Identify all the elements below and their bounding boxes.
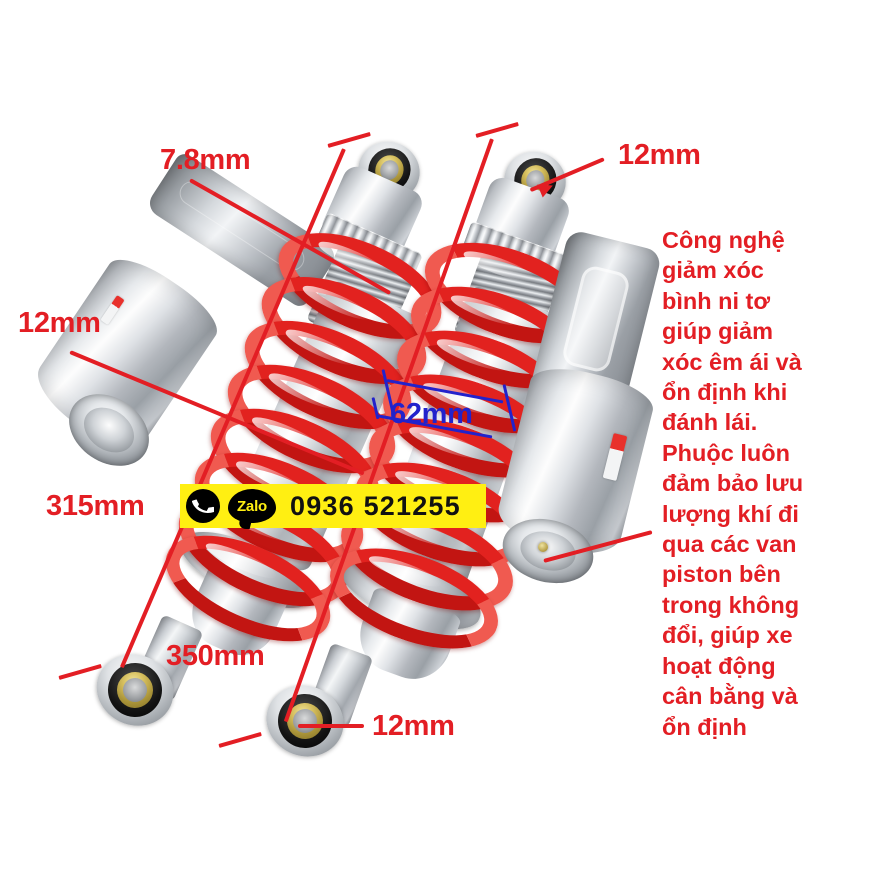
product-description-text: Công nghệ giảm xóc bình ni tơ giúp giảm … [662, 225, 848, 742]
description-line: bình ni tơ [662, 287, 771, 314]
description-line: đảm bảo lưu [662, 470, 804, 497]
description-line: giảm xóc [662, 257, 764, 284]
reservoir-valve-right [538, 542, 548, 552]
measurement-label-12mm-top: 12mm [618, 139, 701, 171]
description-line: piston bên [662, 561, 781, 588]
measurement-label-78mm: 7.8mm [160, 144, 251, 176]
telephone-handset-icon [186, 489, 220, 523]
description-line: cân bằng và [662, 683, 798, 710]
measurement-label-12mm-bottom: 12mm [372, 710, 455, 742]
description-line: ổn định khi [662, 379, 788, 406]
description-line: ổn định [662, 713, 747, 740]
zalo-logo-icon: Zalo [228, 489, 276, 523]
measurement-label-315mm: 315mm [46, 490, 145, 522]
description-line: giúp giảm [662, 318, 773, 345]
zalo-logo-text: Zalo [236, 497, 268, 515]
description-line: đánh lái. [662, 409, 758, 436]
description-line: trong không [662, 591, 800, 618]
description-line: Công nghệ [662, 227, 785, 253]
description-line: đổi, giúp xe [662, 622, 793, 649]
description-line: xóc êm ái và [662, 348, 802, 375]
description-line: lượng khí đi [662, 500, 799, 527]
measurement-label-62mm: 62mm [390, 398, 473, 430]
contact-phone-number[interactable]: 0936 521255 [290, 490, 461, 521]
measurement-label-12mm-reservoir: 12mm [18, 307, 101, 339]
leader-line-12mm-bottom [298, 724, 364, 728]
zalo-contact-badge[interactable]: Zalo 0936 521255 [180, 484, 486, 528]
description-line: qua các van [662, 531, 797, 558]
measurement-label-350mm: 350mm [166, 640, 265, 672]
description-line: hoạt động [662, 652, 776, 679]
description-line: Phuộc luôn [662, 439, 790, 466]
